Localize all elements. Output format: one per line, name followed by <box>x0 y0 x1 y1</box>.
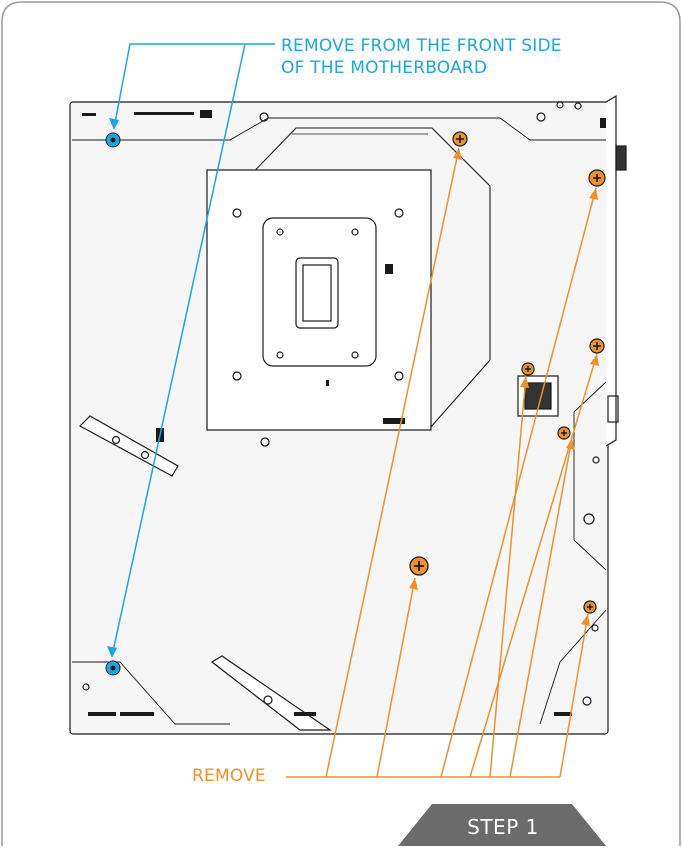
front-side-callout-lines <box>111 43 275 657</box>
rear-io-panel <box>605 94 617 447</box>
screw-3 <box>589 338 605 354</box>
front-standoff-bottom <box>105 660 121 676</box>
remove-arrowheads <box>409 148 599 626</box>
front-side-label-line-2: OF THE MOTHERBOARD <box>281 58 488 78</box>
screw-2 <box>588 169 606 187</box>
remove-label: REMOVE <box>192 766 266 786</box>
screw-1 <box>452 131 468 147</box>
screw-4 <box>521 362 535 376</box>
bottom-brace <box>210 655 332 731</box>
screw-6 <box>409 556 429 576</box>
remove-callout-lines <box>286 147 598 778</box>
screw-7 <box>583 600 597 614</box>
front-side-arrowheads <box>107 118 119 658</box>
left-brace <box>79 415 179 477</box>
front-standoff-top <box>105 132 121 148</box>
socket-retention <box>262 217 377 367</box>
screw-5 <box>557 426 571 440</box>
motherboard <box>69 94 627 735</box>
front-side-label-line-1: REMOVE FROM THE FRONT SIDE <box>281 36 562 56</box>
step-badge <box>398 804 606 846</box>
step-label: STEP 1 <box>467 815 539 839</box>
